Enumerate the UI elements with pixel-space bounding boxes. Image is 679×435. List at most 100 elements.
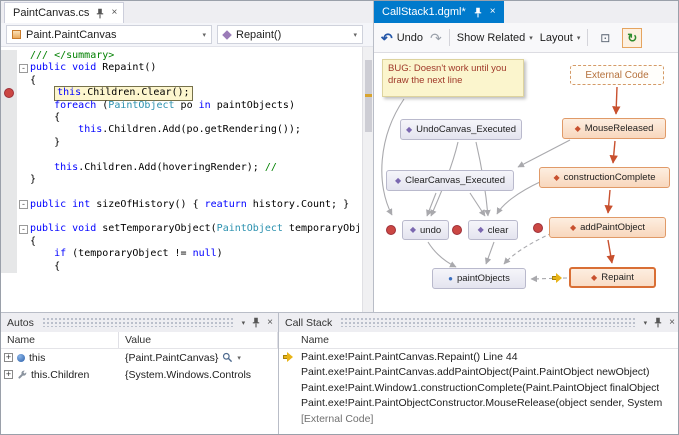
breakpoint-margin[interactable] xyxy=(1,124,17,137)
breakpoint-margin[interactable] xyxy=(1,111,17,125)
breakpoint-margin[interactable] xyxy=(1,248,17,261)
tab-paintcanvas[interactable]: PaintCanvas.cs × xyxy=(4,2,125,23)
close-icon[interactable]: × xyxy=(489,6,496,17)
window-position-icon[interactable]: ▾ xyxy=(241,319,246,327)
column-header-value[interactable]: Value xyxy=(119,332,278,348)
pin-icon[interactable] xyxy=(95,8,105,19)
graph-node-paintobjects[interactable]: ●paintObjects xyxy=(432,268,526,289)
property-icon xyxy=(17,370,27,380)
fold-margin xyxy=(17,50,30,63)
stack-frame[interactable]: [External Code] xyxy=(279,411,678,427)
breakpoint-margin[interactable] xyxy=(1,198,17,212)
breakpoint-margin[interactable] xyxy=(1,74,17,88)
code-line xyxy=(1,186,373,199)
graph-node-external-code[interactable]: External Code xyxy=(570,65,664,85)
code-editor[interactable]: /// </summary>-public void Repaint(){ th… xyxy=(1,47,373,312)
bug-note[interactable]: BUG: Doesn't work until you draw the nex… xyxy=(382,59,524,97)
column-header-name[interactable]: Name xyxy=(301,334,330,346)
graph-node-repaint[interactable]: ◆Repaint xyxy=(569,267,656,288)
collapse-box[interactable]: - xyxy=(19,225,28,235)
graph-node-clear[interactable]: ◆clear xyxy=(468,220,518,240)
expand-toggle[interactable]: + xyxy=(4,369,13,379)
breakpoint-margin[interactable] xyxy=(1,161,17,174)
fold-margin xyxy=(17,161,30,174)
column-header-name[interactable]: Name xyxy=(1,332,119,348)
code-line: -public int sizeOfHistory() { reaturn hi… xyxy=(1,198,373,212)
breakpoint-margin[interactable] xyxy=(1,50,17,63)
fold-margin xyxy=(17,111,30,125)
drag-grip[interactable] xyxy=(41,318,234,327)
breakpoint-dot[interactable] xyxy=(4,88,14,99)
close-icon[interactable]: × xyxy=(111,7,118,18)
pin-icon[interactable] xyxy=(653,317,663,328)
chevron-down-icon: ▾ xyxy=(576,34,581,42)
code-text: { xyxy=(54,111,61,123)
name-cell: +this.Children xyxy=(1,369,119,381)
breakpoint-margin[interactable] xyxy=(1,186,17,199)
code-line: this.Children.Add(po.getRendering()); xyxy=(1,124,373,137)
method-icon: ◆ xyxy=(569,222,577,232)
collapse-box[interactable]: - xyxy=(19,64,28,74)
collapse-box[interactable]: - xyxy=(19,200,28,210)
graph-node-addpaintobject[interactable]: ◆addPaintObject xyxy=(549,217,666,238)
redo-arrow-icon[interactable]: ↷ xyxy=(430,29,442,46)
layout-button[interactable]: Layout ▾ xyxy=(540,32,581,44)
fold-marker[interactable]: - xyxy=(17,62,30,75)
event-icon: ◆ xyxy=(409,225,416,234)
pin-icon[interactable] xyxy=(473,7,483,18)
tab-callstack-dgml[interactable]: CallStack1.dgml* × xyxy=(374,1,504,23)
breakpoint-margin[interactable] xyxy=(1,260,17,274)
editor-scrollbar[interactable] xyxy=(362,47,373,312)
watch-row[interactable]: +this.Children{System.Windows.Controls xyxy=(1,366,278,383)
breakpoint-margin[interactable] xyxy=(1,99,17,112)
tab-title: CallStack1.dgml* xyxy=(382,6,466,18)
callstack-titlebar[interactable]: Call Stack ▾ × xyxy=(279,313,678,332)
breakpoint-indicator[interactable] xyxy=(1,87,17,100)
sync-icon[interactable]: ↻ xyxy=(622,27,643,48)
stack-frame[interactable]: Paint.exe!Paint.Window1.constructionComp… xyxy=(279,380,678,396)
breakpoint-margin[interactable] xyxy=(1,62,17,75)
stack-frame[interactable]: Paint.exe!Paint.PaintCanvas.addPaintObje… xyxy=(279,365,678,381)
close-icon[interactable]: × xyxy=(267,316,273,328)
magnifier-icon[interactable] xyxy=(222,352,233,363)
graph-canvas[interactable]: BUG: Doesn't work until you draw the nex… xyxy=(374,53,678,312)
graph-node-constructioncomplete[interactable]: ◆constructionComplete xyxy=(539,167,670,188)
fit-to-screen-icon[interactable]: ⊡ xyxy=(600,30,611,45)
yellow-arrow-icon xyxy=(282,351,298,362)
breakpoint-margin[interactable] xyxy=(1,235,17,249)
graph-node-undo[interactable]: ◆undo xyxy=(402,220,449,240)
chevron-down-icon[interactable]: ▾ xyxy=(237,354,241,362)
frame-text: [External Code] xyxy=(301,412,374,425)
pin-icon[interactable] xyxy=(251,317,261,328)
breakpoint-badge xyxy=(533,222,543,233)
breakpoint-margin[interactable] xyxy=(1,173,17,187)
window-position-icon[interactable]: ▾ xyxy=(643,319,648,327)
graph-node-undocanvas-executed[interactable]: ◆UndoCanvas_Executed xyxy=(400,119,522,140)
graph-node-mousereleased[interactable]: ◆MouseReleased xyxy=(562,118,666,139)
watch-row[interactable]: +this{Paint.PaintCanvas}▾ xyxy=(1,349,278,366)
undo-label: Undo xyxy=(396,31,424,44)
drag-grip[interactable] xyxy=(340,318,636,327)
code-text: public void Repaint() xyxy=(30,62,157,74)
fold-marker[interactable]: - xyxy=(17,223,30,236)
close-icon[interactable]: × xyxy=(669,316,675,328)
event-icon: ◆ xyxy=(406,124,413,134)
member-dropdown[interactable]: Repaint() ▾ xyxy=(217,25,363,44)
show-related-button[interactable]: Show Related ▾ xyxy=(457,32,533,44)
stack-frame[interactable]: Paint.exe!Paint.PaintObjectConstructor.M… xyxy=(279,396,678,412)
show-related-label: Show Related xyxy=(456,31,526,44)
frame-text: Paint.exe!Paint.PaintCanvas.Repaint() Li… xyxy=(301,350,518,363)
undo-button[interactable]: ↶ Undo xyxy=(381,31,423,45)
breakpoint-margin[interactable] xyxy=(1,211,17,224)
breakpoint-margin[interactable] xyxy=(1,136,17,150)
code-lines: /// </summary>-public void Repaint(){ th… xyxy=(1,50,373,274)
graph-node-clearcanvas-executed[interactable]: ◆ClearCanvas_Executed xyxy=(386,170,514,191)
breakpoint-margin[interactable] xyxy=(1,223,17,236)
breakpoint-margin[interactable] xyxy=(1,149,17,162)
stack-frame[interactable]: Paint.exe!Paint.PaintCanvas.Repaint() Li… xyxy=(279,349,678,365)
autos-titlebar[interactable]: Autos ▾ × xyxy=(1,313,278,332)
fold-marker[interactable]: - xyxy=(17,198,30,212)
current-frame-arrow xyxy=(279,351,301,362)
type-dropdown[interactable]: Paint.PaintCanvas ▾ xyxy=(6,25,212,44)
expand-toggle[interactable]: + xyxy=(4,352,13,362)
